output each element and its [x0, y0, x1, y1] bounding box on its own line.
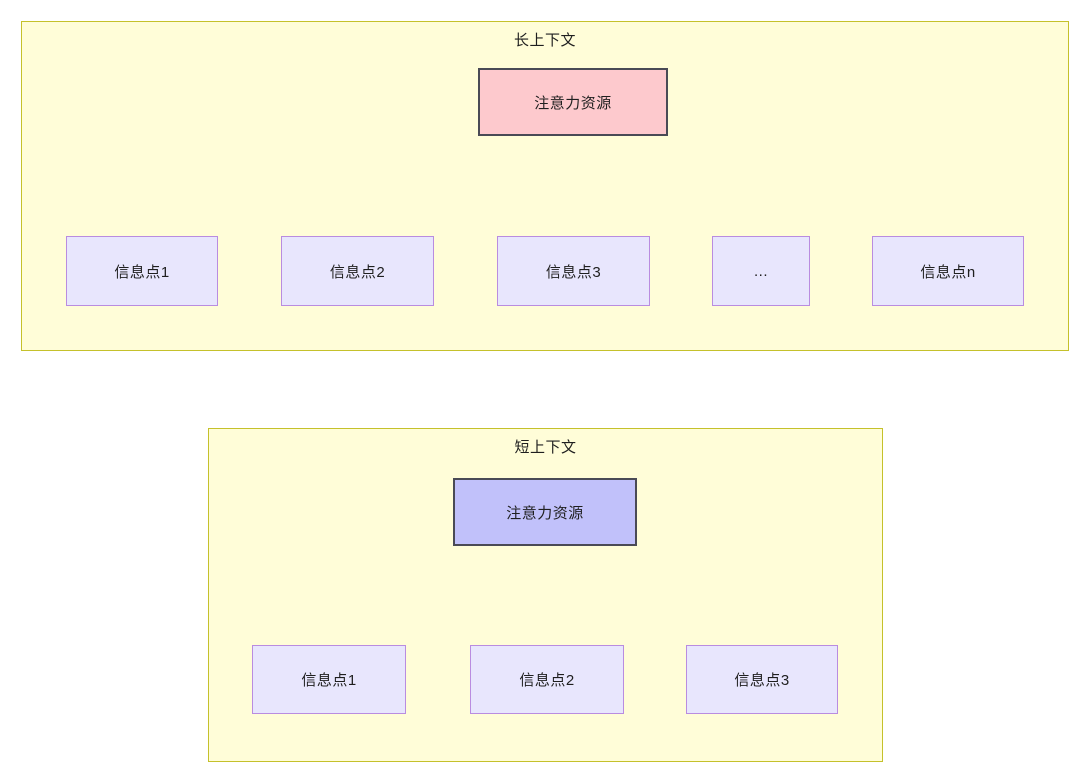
node-attention-resource-long[interactable]: 注意力资源 [478, 68, 668, 136]
group-long-context-title: 长上下文 [513, 32, 576, 49]
node-label: 信息点3 [545, 263, 602, 281]
node-info-point-long-ellipsis[interactable]: ... [712, 236, 810, 306]
node-info-point-short-1[interactable]: 信息点1 [252, 645, 406, 714]
node-attention-resource-short[interactable]: 注意力资源 [453, 478, 637, 546]
node-info-point-long-2[interactable]: 信息点2 [281, 236, 434, 306]
node-info-point-long-n[interactable]: 信息点n [872, 236, 1024, 306]
node-label: 信息点2 [329, 263, 386, 281]
node-label: 注意力资源 [534, 94, 612, 112]
node-info-point-long-3[interactable]: 信息点3 [497, 236, 650, 306]
node-info-point-short-3[interactable]: 信息点3 [686, 645, 838, 714]
node-label: 信息点3 [734, 672, 790, 689]
node-label: 注意力资源 [506, 504, 584, 522]
node-label: 信息点2 [519, 672, 575, 689]
group-short-context-title: 短上下文 [514, 439, 577, 456]
node-info-point-long-1[interactable]: 信息点1 [66, 236, 218, 306]
node-label: ... [753, 262, 768, 280]
node-label: 信息点1 [114, 263, 170, 281]
node-label: 信息点1 [301, 672, 357, 689]
node-info-point-short-2[interactable]: 信息点2 [470, 645, 624, 714]
node-label: 信息点n [920, 263, 976, 281]
